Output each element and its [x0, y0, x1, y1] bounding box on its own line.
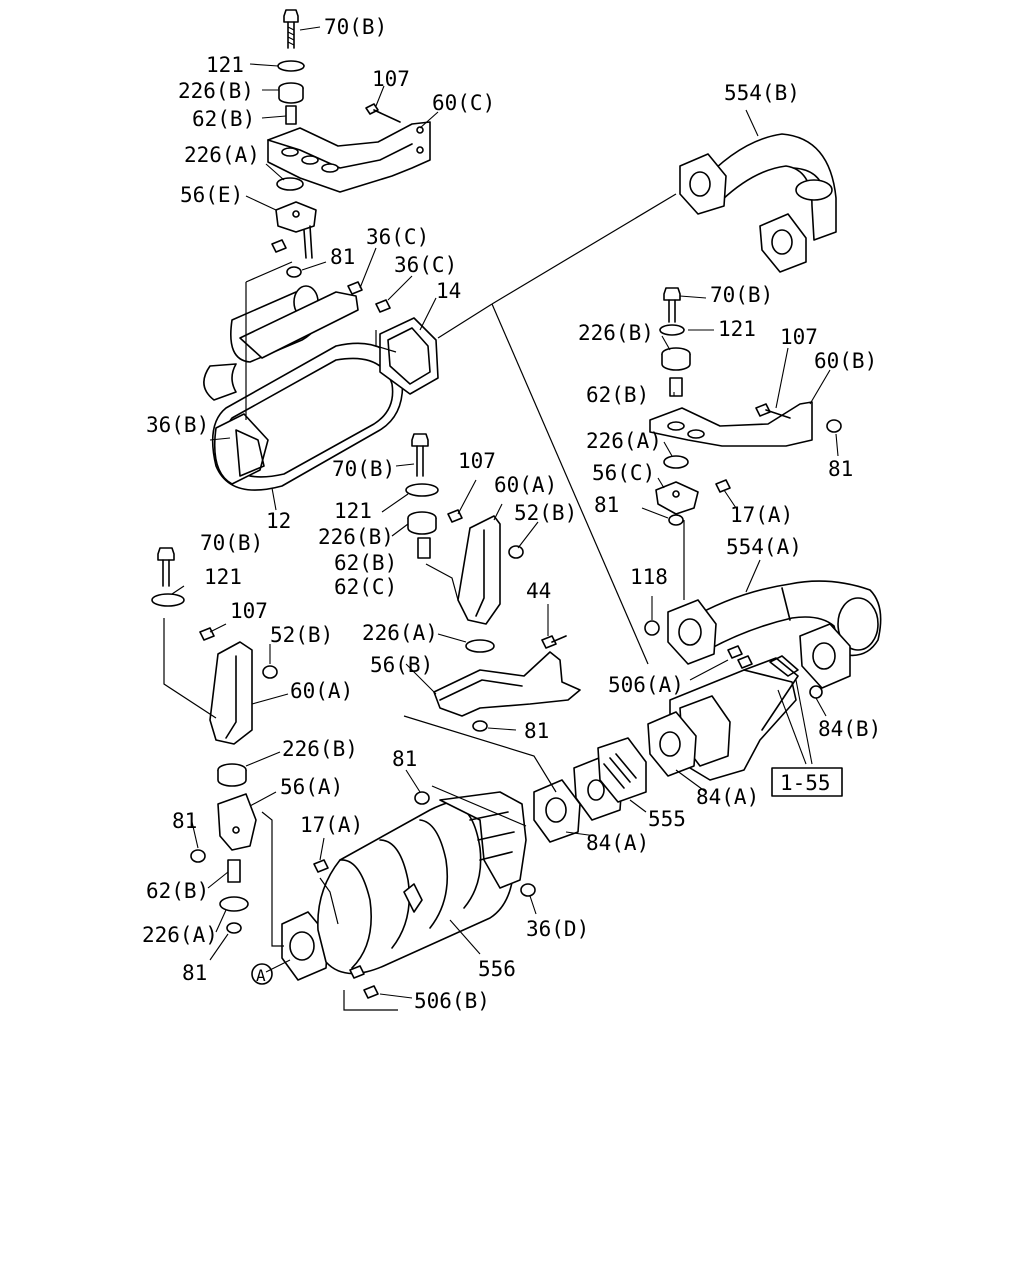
label-60a: 60(A)	[290, 679, 353, 703]
label-14: 14	[436, 279, 461, 303]
label-60c: 60(C)	[432, 91, 495, 115]
label-62b: 62(B)	[586, 383, 649, 407]
label-52b: 52(B)	[270, 623, 333, 647]
label-62b: 62(B)	[334, 551, 397, 575]
label-226a: 226(A)	[142, 923, 218, 947]
bracket-56b	[433, 635, 581, 732]
label-81: 81	[828, 457, 853, 481]
dpf-556	[281, 791, 536, 999]
label-52b: 52(B)	[514, 501, 577, 525]
label-81: 81	[330, 245, 355, 269]
label-554b: 554(B)	[724, 81, 800, 105]
label-107: 107	[230, 599, 268, 623]
bracket-60c	[267, 103, 431, 193]
label-44: 44	[526, 579, 551, 603]
label-84a: 84(A)	[696, 785, 759, 809]
label-226b: 226(B)	[282, 737, 358, 761]
flex-joint-555	[573, 737, 647, 821]
label-506a: 506(A)	[608, 673, 684, 697]
lower-mount-56a	[190, 763, 257, 934]
label-62b: 62(B)	[146, 879, 209, 903]
label-1-55: 1-55	[780, 771, 831, 795]
unit-1-55	[647, 657, 799, 781]
leader-lines	[163, 26, 839, 1011]
label-81: 81	[392, 747, 417, 771]
label-36c: 36(C)	[366, 225, 429, 249]
label-121: 121	[334, 499, 372, 523]
label-118: 118	[630, 565, 668, 589]
label-a: A	[256, 966, 266, 985]
label-226a: 226(A)	[586, 429, 662, 453]
pipe-554a	[644, 580, 882, 699]
label-70b: 70(B)	[710, 283, 773, 307]
mid-mount-60a	[405, 433, 524, 625]
label-81: 81	[172, 809, 197, 833]
reference-circle-a	[251, 963, 273, 985]
label-121: 121	[718, 317, 756, 341]
label-56c: 56(C)	[592, 461, 655, 485]
label-81: 81	[182, 961, 207, 985]
label-36c: 36(C)	[394, 253, 457, 277]
label-36d: 36(D)	[526, 917, 589, 941]
gasket-84a	[533, 779, 581, 843]
label-17a: 17(A)	[730, 503, 793, 527]
label-56e: 56(E)	[180, 183, 243, 207]
label-81: 81	[524, 719, 549, 743]
label-84a: 84(A)	[586, 831, 649, 855]
label-56b: 56(B)	[370, 653, 433, 677]
label-12: 12	[266, 509, 291, 533]
label-107: 107	[780, 325, 818, 349]
label-70b: 70(B)	[200, 531, 263, 555]
label-70b: 70(B)	[332, 457, 395, 481]
label-107: 107	[458, 449, 496, 473]
label-56a: 56(A)	[280, 775, 343, 799]
label-60b: 60(B)	[814, 349, 877, 373]
muffler-12	[203, 281, 439, 491]
label-36b: 36(B)	[146, 413, 209, 437]
label-554a: 554(A)	[726, 535, 802, 559]
label-226b: 226(B)	[318, 525, 394, 549]
label-62b: 62(B)	[192, 107, 255, 131]
label-506b: 506(B)	[414, 989, 490, 1013]
label-70b: 70(B)	[324, 15, 387, 39]
label-62c: 62(C)	[334, 575, 397, 599]
label-226a: 226(A)	[184, 143, 260, 167]
label-121: 121	[204, 565, 242, 589]
label-17a: 17(A)	[300, 813, 363, 837]
callout-box-1-55	[771, 767, 843, 797]
label-81: 81	[594, 493, 619, 517]
label-556: 556	[478, 957, 516, 981]
label-60a: 60(A)	[494, 473, 557, 497]
bracket-56e	[271, 201, 317, 278]
left-mount-60a	[151, 547, 278, 745]
label-84b: 84(B)	[818, 717, 881, 741]
label-226b: 226(B)	[178, 79, 254, 103]
right-mount-stack	[649, 287, 842, 526]
pipe-554b	[679, 133, 837, 273]
callout-labels: 70(B) 121 226(B) 62(B) 107 60(C) 226(A) …	[142, 15, 881, 1013]
top-mount-stack	[277, 9, 305, 125]
label-107: 107	[372, 67, 410, 91]
label-555: 555	[648, 807, 686, 831]
label-226a: 226(A)	[362, 621, 438, 645]
label-121: 121	[206, 53, 244, 77]
label-226b: 226(B)	[578, 321, 654, 345]
